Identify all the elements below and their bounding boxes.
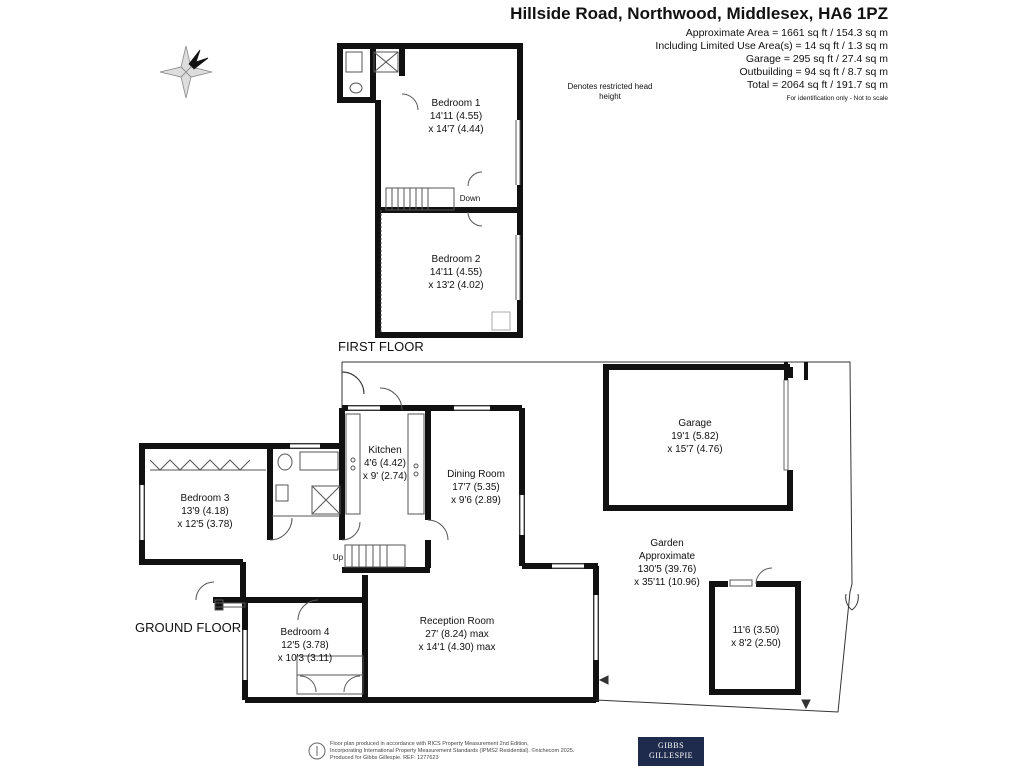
- room-dimension: 4'6 (4.42): [364, 458, 406, 469]
- room-dimension: 19'1 (5.82): [671, 431, 719, 442]
- room-dimension: 13'9 (4.18): [181, 506, 229, 517]
- page-title: Hillside Road, Northwood, Middlesex, HA6…: [510, 4, 888, 23]
- room-name: Kitchen: [368, 445, 402, 456]
- total-area: Total = 2064 sq ft / 191.7 sq m: [747, 79, 888, 91]
- limited-use-area: Including Limited Use Area(s) = 14 sq ft…: [655, 40, 888, 52]
- footer-notice: Floor plan produced in accordance with R…: [330, 741, 630, 762]
- outbuilding-door: [729, 567, 773, 587]
- room-dimension: 130'5 (39.76): [637, 564, 697, 575]
- outbuilding-area: Outbuilding = 94 sq ft / 8.7 sq m: [739, 66, 888, 78]
- room-bedroom-2: Bedroom 2 14'11 (4.55) x 13'2 (4.02): [396, 253, 516, 292]
- ground-floor-label: GROUND FLOOR: [135, 620, 242, 635]
- room-dimension: x 9'6 (2.89): [451, 495, 501, 506]
- room-reception-room: Reception Room 27' (8.24) max x 14'1 (4.…: [392, 615, 522, 654]
- room-dimension: x 15'7 (4.76): [667, 444, 723, 455]
- garage-area: Garage = 295 sq ft / 27.4 sq m: [745, 53, 888, 65]
- room-dimension: 14'11 (4.55): [429, 267, 483, 278]
- room-dimension: x 10'3 (3.11): [277, 653, 333, 664]
- disclaimer: For identification only - Not to scale: [786, 95, 888, 102]
- room-bedroom-1: Bedroom 1 14'11 (4.55) x 14'7 (4.44): [396, 97, 516, 136]
- garage-outline: [603, 364, 793, 511]
- arrow-icons: [598, 675, 811, 710]
- first-floor-details: [345, 51, 521, 332]
- room-dimension: 17'7 (5.35): [452, 482, 500, 493]
- room-name: Dining Room: [447, 469, 505, 480]
- room-name: Reception Room: [419, 616, 495, 627]
- stairs-down-label: Down: [459, 194, 481, 203]
- room-name: Bedroom 3: [180, 493, 230, 504]
- room-name: Bedroom 4: [280, 627, 330, 638]
- room-bedroom-3: Bedroom 3 13'9 (4.18) x 12'5 (3.78): [150, 492, 260, 531]
- room-dimension: x 8'2 (2.50): [731, 638, 781, 649]
- footer-line: Incorporating International Property Mea…: [330, 748, 575, 754]
- room-outbuilding: 11'6 (3.50) x 8'2 (2.50): [716, 624, 796, 650]
- room-dimension: x 14'7 (4.44): [428, 124, 484, 135]
- room-name: Garden: [650, 538, 684, 549]
- logo-line: GIBBS: [657, 741, 685, 750]
- restricted-height-note: Denotes restricted head height: [567, 82, 653, 101]
- gibbs-gillespie-logo: GIBBS GILLESPIE: [638, 737, 704, 766]
- room-name: Bedroom 1: [431, 98, 481, 109]
- room-dimension: 11'6 (3.50): [732, 625, 780, 636]
- room-dimension: 14'11 (4.55): [429, 111, 483, 122]
- area-garden: Garden Approximate 130'5 (39.76) x 35'11…: [612, 537, 722, 589]
- room-name: Bedroom 2: [431, 254, 481, 265]
- logo-line: GILLESPIE: [648, 751, 694, 760]
- room-dining-room: Dining Room 17'7 (5.35) x 9'6 (2.89): [434, 468, 518, 507]
- room-dimension: x 13'2 (4.02): [428, 280, 484, 291]
- garage-door: [783, 362, 808, 471]
- room-dimension: x 14'1 (4.30) max: [418, 642, 496, 653]
- approximate-area: Approximate Area = 1661 sq ft / 154.3 sq…: [685, 27, 888, 39]
- footer-line: Produced for Gibbs Gillespie. REF: 12776…: [330, 755, 439, 761]
- room-dimension: x 9' (2.74): [362, 471, 408, 482]
- room-dimension: x 12'5 (3.78): [177, 519, 233, 530]
- footer-line: Floor plan produced in accordance with R…: [330, 741, 529, 747]
- compass-icon: [159, 45, 213, 99]
- room-bedroom-4: Bedroom 4 12'5 (3.78) x 10'3 (3.11): [250, 626, 360, 665]
- room-kitchen: Kitchen 4'6 (4.42) x 9' (2.74): [350, 444, 420, 483]
- room-dimension: 12'5 (3.78): [281, 640, 329, 651]
- first-floor-label: FIRST FLOOR: [338, 339, 424, 354]
- garden-boundary: [341, 361, 859, 713]
- room-name: Garage: [678, 418, 712, 429]
- room-dimension: x 35'11 (10.96): [634, 577, 700, 588]
- stairs-up-label: Up: [332, 553, 344, 562]
- outbuilding-outline: [709, 581, 801, 695]
- ground-floor-details: [139, 371, 599, 695]
- room-subtitle: Approximate: [638, 551, 696, 562]
- room-garage: Garage 19'1 (5.82) x 15'7 (4.76): [640, 417, 750, 456]
- room-dimension: 27' (8.24) max: [425, 629, 489, 640]
